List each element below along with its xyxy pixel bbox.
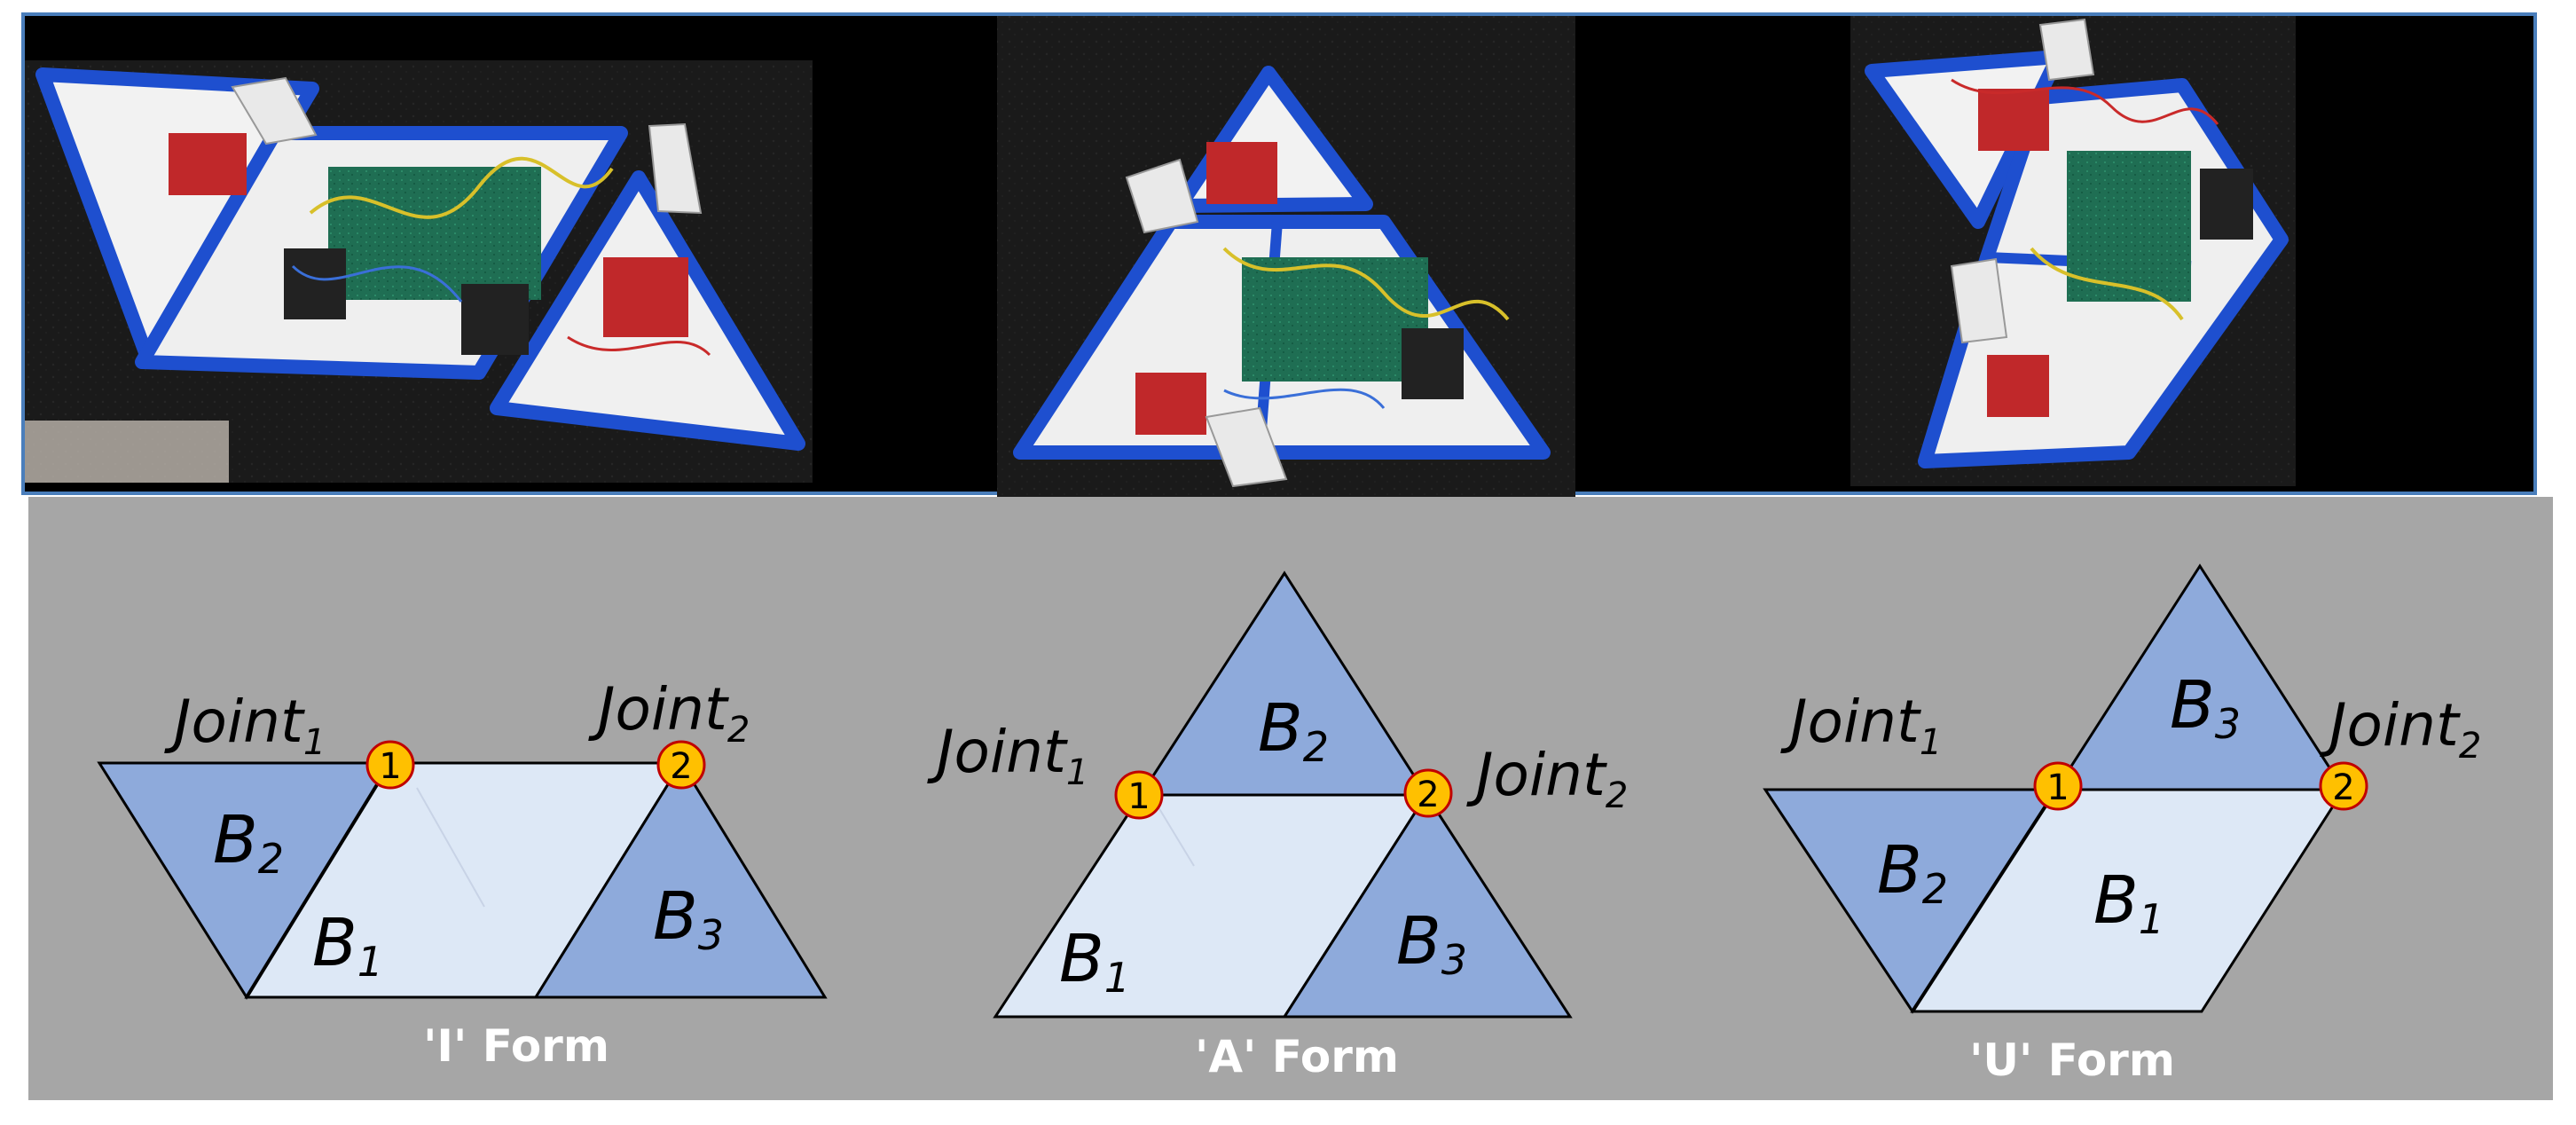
photo-u-wire-1 [1951, 78, 2219, 125]
photo-a-wire-1 [1222, 247, 1510, 321]
photo-i-desk-object [25, 421, 229, 483]
a-form-joint1-number: 1 [1127, 776, 1150, 817]
i-form-caption: 'I' Form [423, 1020, 609, 1072]
photo-i-bracket-1 [231, 76, 318, 146]
photo-u-motor [2200, 169, 2253, 240]
u-form-b1-edge [1911, 788, 2058, 1013]
u-form-joint1-marker [2033, 761, 2083, 811]
i-form-b3-label: B3 [653, 878, 724, 959]
i-form-joint1-label: Joint1 [164, 688, 326, 763]
u-form-caption: 'U' Form [1969, 1035, 2175, 1086]
photo-strip [21, 12, 2537, 500]
u-form-b1-label: B1 [2093, 862, 2164, 943]
u-form-b2-label: B2 [1877, 832, 1948, 913]
i-form-joint2-marker [656, 740, 706, 790]
photo-a-motor [1402, 328, 1464, 399]
photo-a-wire-2 [1223, 388, 1386, 409]
diagram-i-form: B2 B1 B3 Joint1 Joint2 1 2 'I' Form [97, 675, 828, 1072]
photo-a-pcb [1242, 257, 1428, 382]
photo-u-pcb [2067, 151, 2191, 302]
a-form-fold-line [1158, 806, 1195, 867]
photo-i-driver-board-left [169, 133, 247, 195]
a-form-b1-label: B1 [1059, 921, 1130, 1002]
a-form-joint2-marker [1403, 768, 1453, 818]
photo-i-bracket-2 [648, 122, 703, 215]
a-form-b3-label: B3 [1396, 903, 1467, 984]
i-form-joint1-number: 1 [379, 746, 401, 787]
a-form-joint2-label: Joint2 [1466, 741, 1628, 816]
a-form-joint1-label: Joint1 [927, 718, 1088, 793]
u-form-joint2-marker [2319, 761, 2368, 811]
a-form-b3-triangle [1282, 792, 1573, 1019]
photo-u-form [1850, 16, 2296, 486]
u-form-b3-label: B3 [2170, 667, 2241, 748]
u-form-joint2-label: Joint2 [2320, 691, 2481, 767]
photo-u-bracket-1 [2038, 18, 2095, 82]
u-form-joint2-number: 2 [2332, 767, 2354, 808]
a-form-joint2-number: 2 [1417, 775, 1439, 815]
photo-a-driver-board-bottom [1135, 373, 1206, 435]
photo-i-driver-board-right [603, 257, 688, 337]
i-form-joint2-label: Joint2 [588, 675, 750, 751]
a-form-joint1-marker [1114, 770, 1164, 820]
i-form-b2-label: B2 [213, 802, 284, 883]
photo-i-wire-3 [567, 335, 711, 357]
photo-a-form [997, 16, 1575, 500]
photo-i-wire-2 [291, 264, 463, 303]
photo-a-bracket-1 [1125, 158, 1199, 234]
i-form-b1-edge [245, 761, 392, 999]
u-form-b3-triangle [2054, 563, 2346, 791]
photo-a-driver-board-top [1206, 142, 1277, 204]
i-form-joint1-marker [365, 740, 415, 790]
i-form-joint2-number: 2 [670, 746, 692, 787]
diagram-a-form: B2 B1 B3 Joint1 Joint2 1 2 'A' Form [927, 570, 1628, 1082]
photo-a-bracket-2 [1205, 406, 1288, 488]
i-form-b1-label: B1 [312, 905, 383, 986]
u-form-joint1-number: 1 [2046, 767, 2069, 808]
photo-i-pcb [328, 167, 541, 300]
a-form-caption: 'A' Form [1195, 1031, 1399, 1082]
diagram-u-form: B2 B1 B3 Joint1 Joint2 1 2 'U' Form [1763, 563, 2481, 1086]
i-form-fold-line [416, 787, 485, 908]
photo-i-motor-2 [461, 284, 529, 355]
photo-i-motor [284, 248, 346, 319]
u-form-joint1-label: Joint1 [1780, 688, 1942, 763]
photo-i-wire-1 [309, 156, 614, 219]
photo-u-driver-board-bottom [1987, 355, 2049, 417]
photo-u-bracket-2 [1950, 257, 2008, 344]
i-form-b3-triangle [533, 760, 828, 999]
a-form-b2-label: B2 [1258, 690, 1329, 771]
photo-i-form [25, 60, 813, 483]
photo-u-driver-board-top [1978, 89, 2049, 151]
photo-u-wire-2 [2030, 247, 2184, 321]
